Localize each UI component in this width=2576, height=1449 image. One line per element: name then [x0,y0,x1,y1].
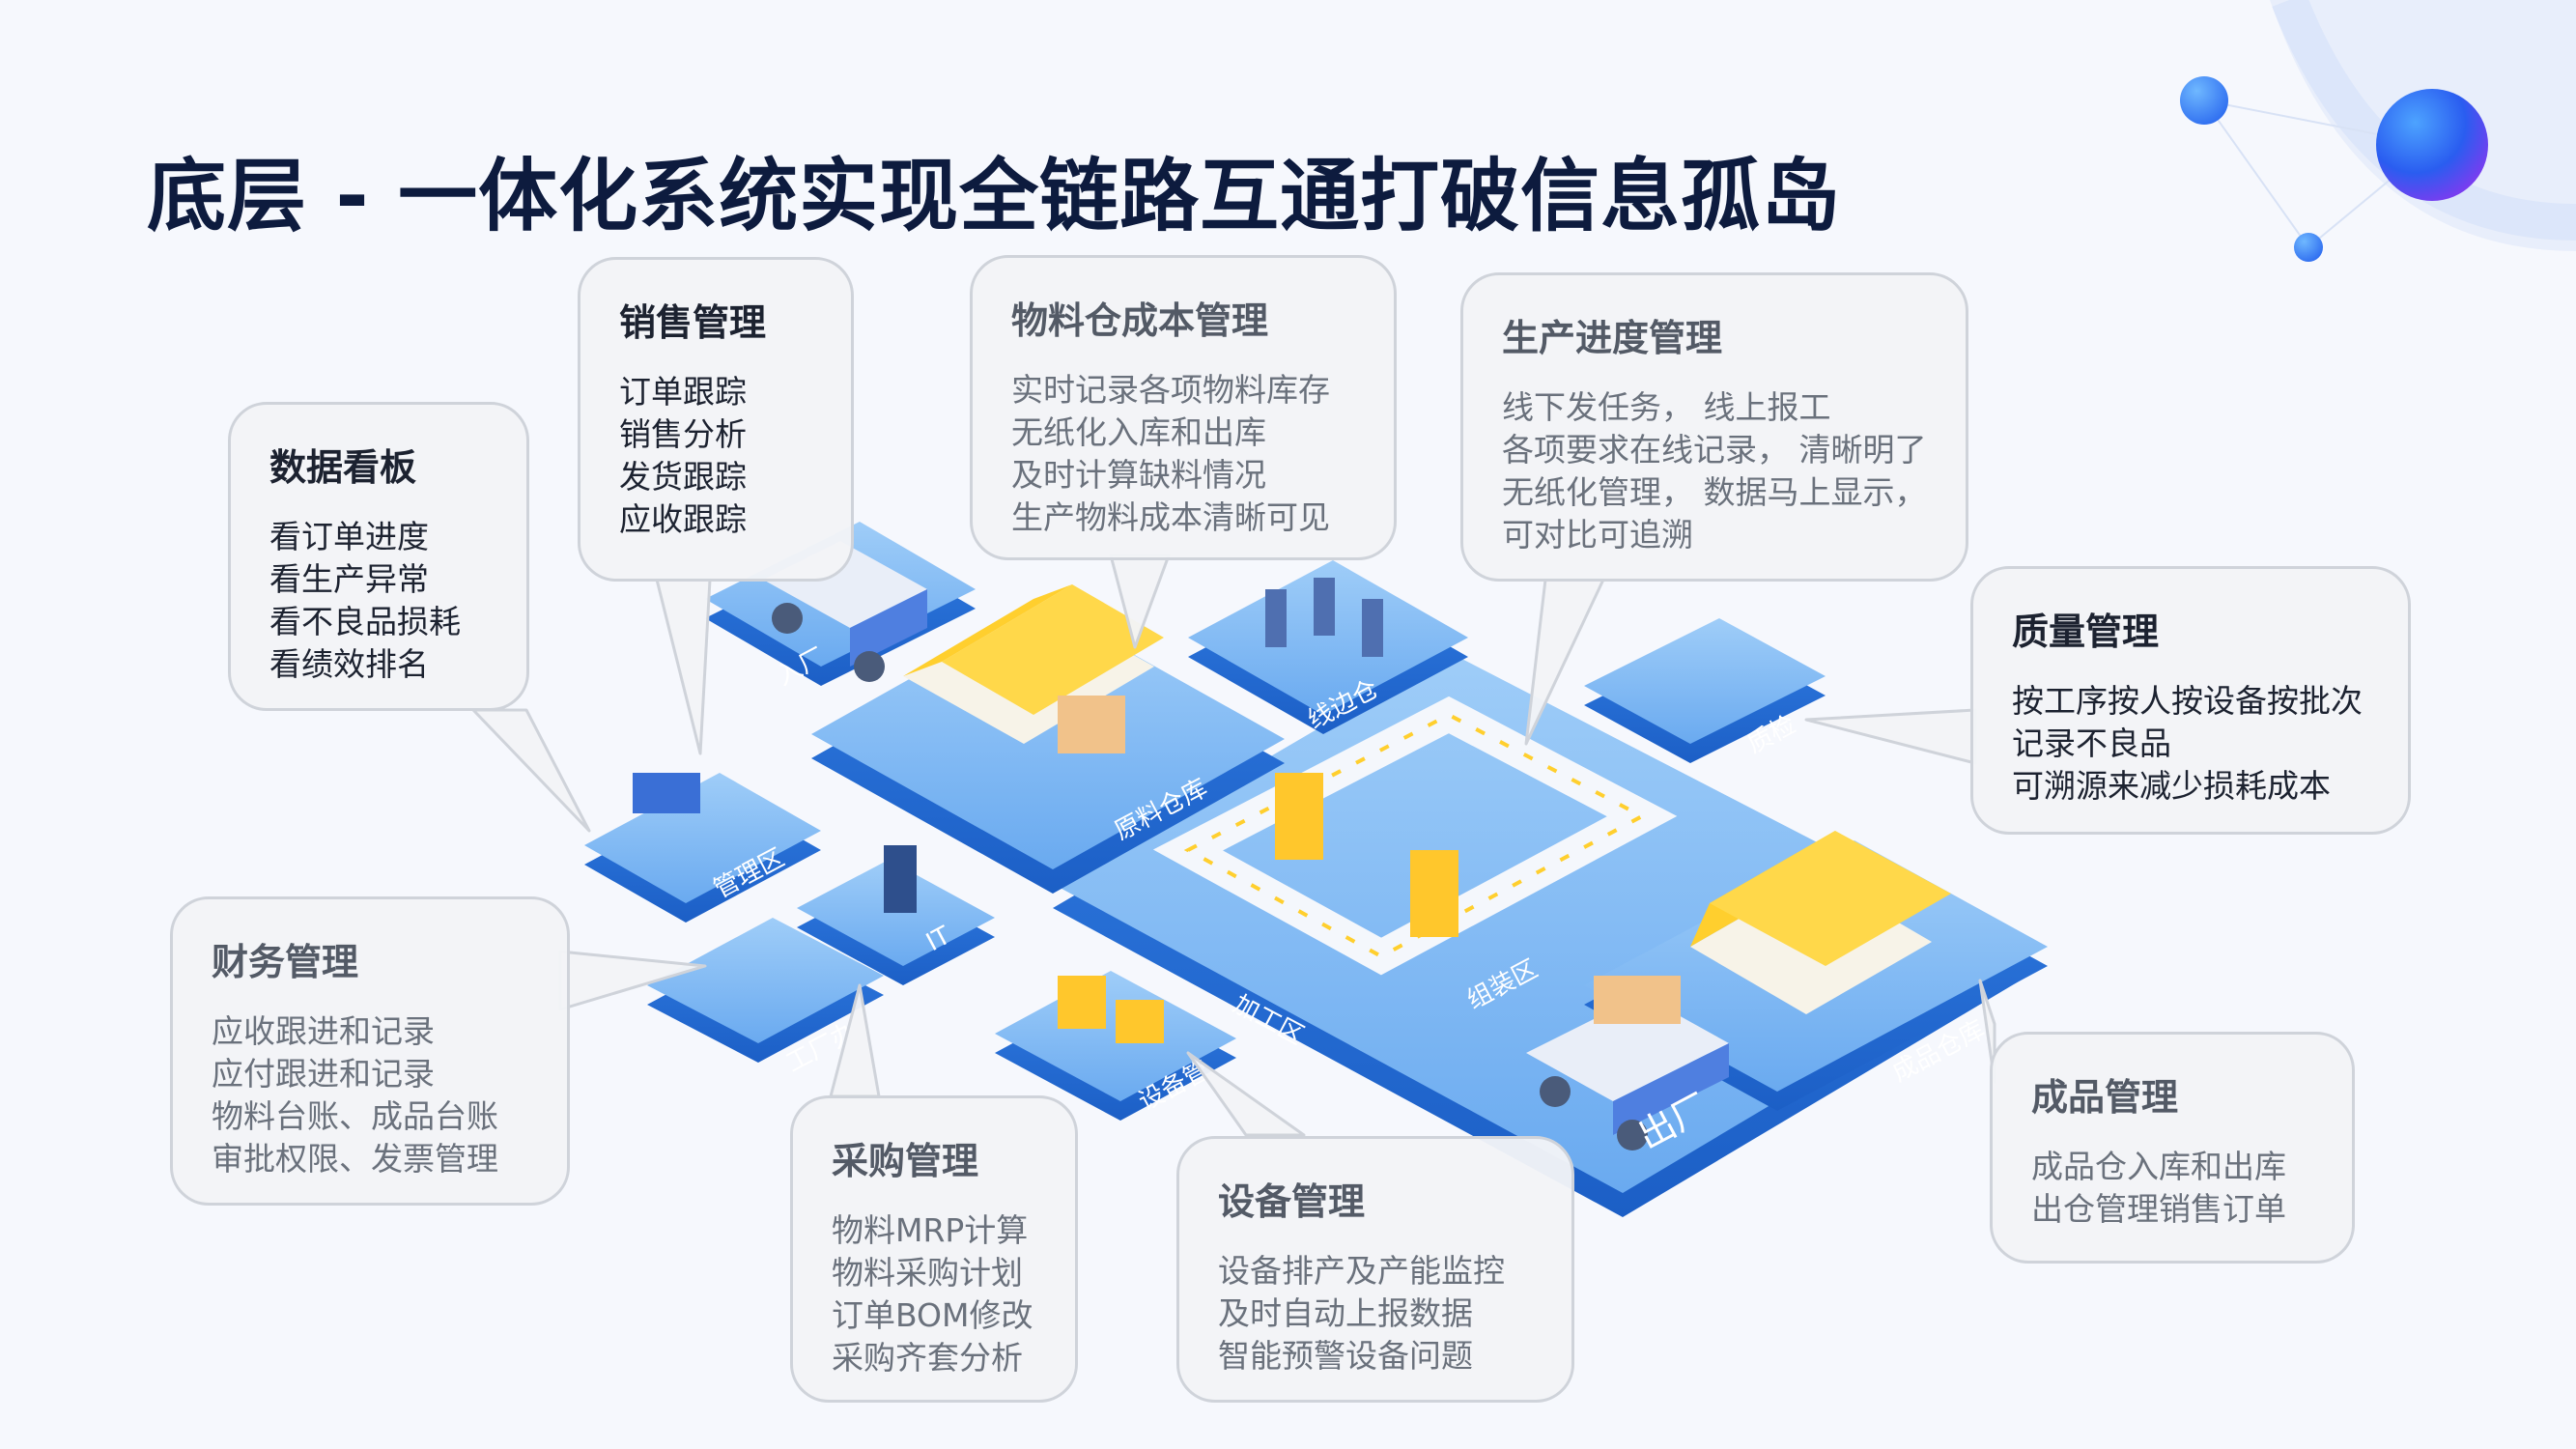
callout-item: 销售分析 [619,415,747,453]
callout-item: 应付跟进和记录 [212,1055,435,1093]
callout-title: 质量管理 [2012,611,2160,653]
callout-title: 销售管理 [619,301,767,344]
callout-item: 生产物料成本清晰可见 [1011,498,1330,536]
callout-item: 看不良品损耗 [269,603,461,640]
callout-item: 看生产异常 [269,560,429,598]
callout-equipment: 设备管理 设备排产及产能监控 及时自动上报数据 智能预警设备问题 [1176,1136,1574,1403]
callout-title: 财务管理 [212,941,359,983]
callout-item: 按工序按人按设备按批次 [2012,682,2363,720]
equipment-platform [995,971,1236,1121]
tail-quality [1804,708,1977,765]
callout-item: 实时记录各项物料库存 [1011,371,1330,409]
callout-item: 采购齐套分析 [832,1339,1023,1377]
callout-item: 应收跟踪 [619,500,747,538]
it-platform [797,845,995,985]
quality-platform [1584,618,1826,763]
callout-item: 各项要求在线记录， 清晰明了 [1502,431,1927,469]
callout-title: 设备管理 [1218,1180,1366,1223]
callout-item: 智能预警设备问题 [1218,1337,1473,1375]
callout-item: 应收跟进和记录 [212,1012,435,1050]
callout-item: 发货跟踪 [619,458,747,496]
callout-item: 及时自动上报数据 [1218,1294,1473,1332]
callout-sales: 销售管理 订单跟踪 销售分析 发货跟踪 应收跟踪 [578,257,854,582]
callout-title: 生产进度管理 [1502,317,1723,359]
callout-item: 成品仓入库和出库 [2031,1148,2286,1185]
tail-dashboard [471,708,591,833]
callout-finance: 财务管理 应收跟进和记录 应付跟进和记录 物料台账、成品台账 审批权限、发票管理 [170,896,570,1206]
callout-item: 可溯源来减少损耗成本 [2012,767,2331,805]
callout-production: 生产进度管理 线下发任务， 线上报工 各项要求在线记录， 清晰明了 无纸化管理，… [1460,272,1968,582]
callout-title: 成品管理 [2031,1076,2179,1119]
callout-purchase: 采购管理 物料MRP计算 物料采购计划 订单BOM修改 采购齐套分析 [790,1095,1078,1403]
callout-item: 物料MRP计算 [832,1211,1029,1249]
factory-office-platform [647,918,884,1063]
callout-item: 订单跟踪 [619,373,747,411]
callout-item: 无纸化管理， 数据马上显示， [1502,473,1927,511]
callout-dashboard: 数据看板 看订单进度 看生产异常 看不良品损耗 看绩效排名 [228,402,529,711]
callout-item: 无纸化入库和出库 [1011,413,1266,451]
callout-finished: 成品管理 成品仓入库和出库 出仓管理销售订单 [1990,1032,2355,1264]
callout-title: 数据看板 [269,446,417,489]
callout-quality: 质量管理 按工序按人按设备按批次 记录不良品 可溯源来减少损耗成本 [1970,566,2411,835]
callout-material: 物料仓成本管理 实时记录各项物料库存 无纸化入库和出库 及时计算缺料情况 生产物… [970,255,1397,560]
callout-item: 设备排产及产能监控 [1218,1252,1505,1290]
callout-title: 采购管理 [832,1140,979,1182]
callout-item: 出仓管理销售订单 [2031,1190,2286,1228]
callout-item: 及时计算缺料情况 [1011,456,1266,494]
callout-item: 线下发任务， 线上报工 [1502,388,1831,426]
callout-item: 看绩效排名 [269,645,429,683]
raw-warehouse-platform [811,584,1285,894]
outbound-truck [1526,976,1729,1151]
line-side-platform [1188,560,1468,734]
conveyor-loop [1152,696,1678,976]
callout-item: 物料采购计划 [832,1254,1023,1292]
management-platform [584,773,821,923]
callout-item: 可对比可追溯 [1502,516,1693,554]
callout-item: 物料台账、成品台账 [212,1097,498,1135]
callout-item: 看订单进度 [269,518,429,555]
callout-item: 订单BOM修改 [832,1296,1033,1334]
callout-item: 记录不良品 [2012,724,2171,762]
page-title: 底层 - 一体化系统实现全链路互通打破信息孤岛 [147,151,1842,242]
callout-title: 物料仓成本管理 [1011,299,1269,342]
tail-sales [655,578,712,755]
tail-equipment [1186,1051,1306,1137]
callout-item: 审批权限、发票管理 [212,1140,498,1178]
